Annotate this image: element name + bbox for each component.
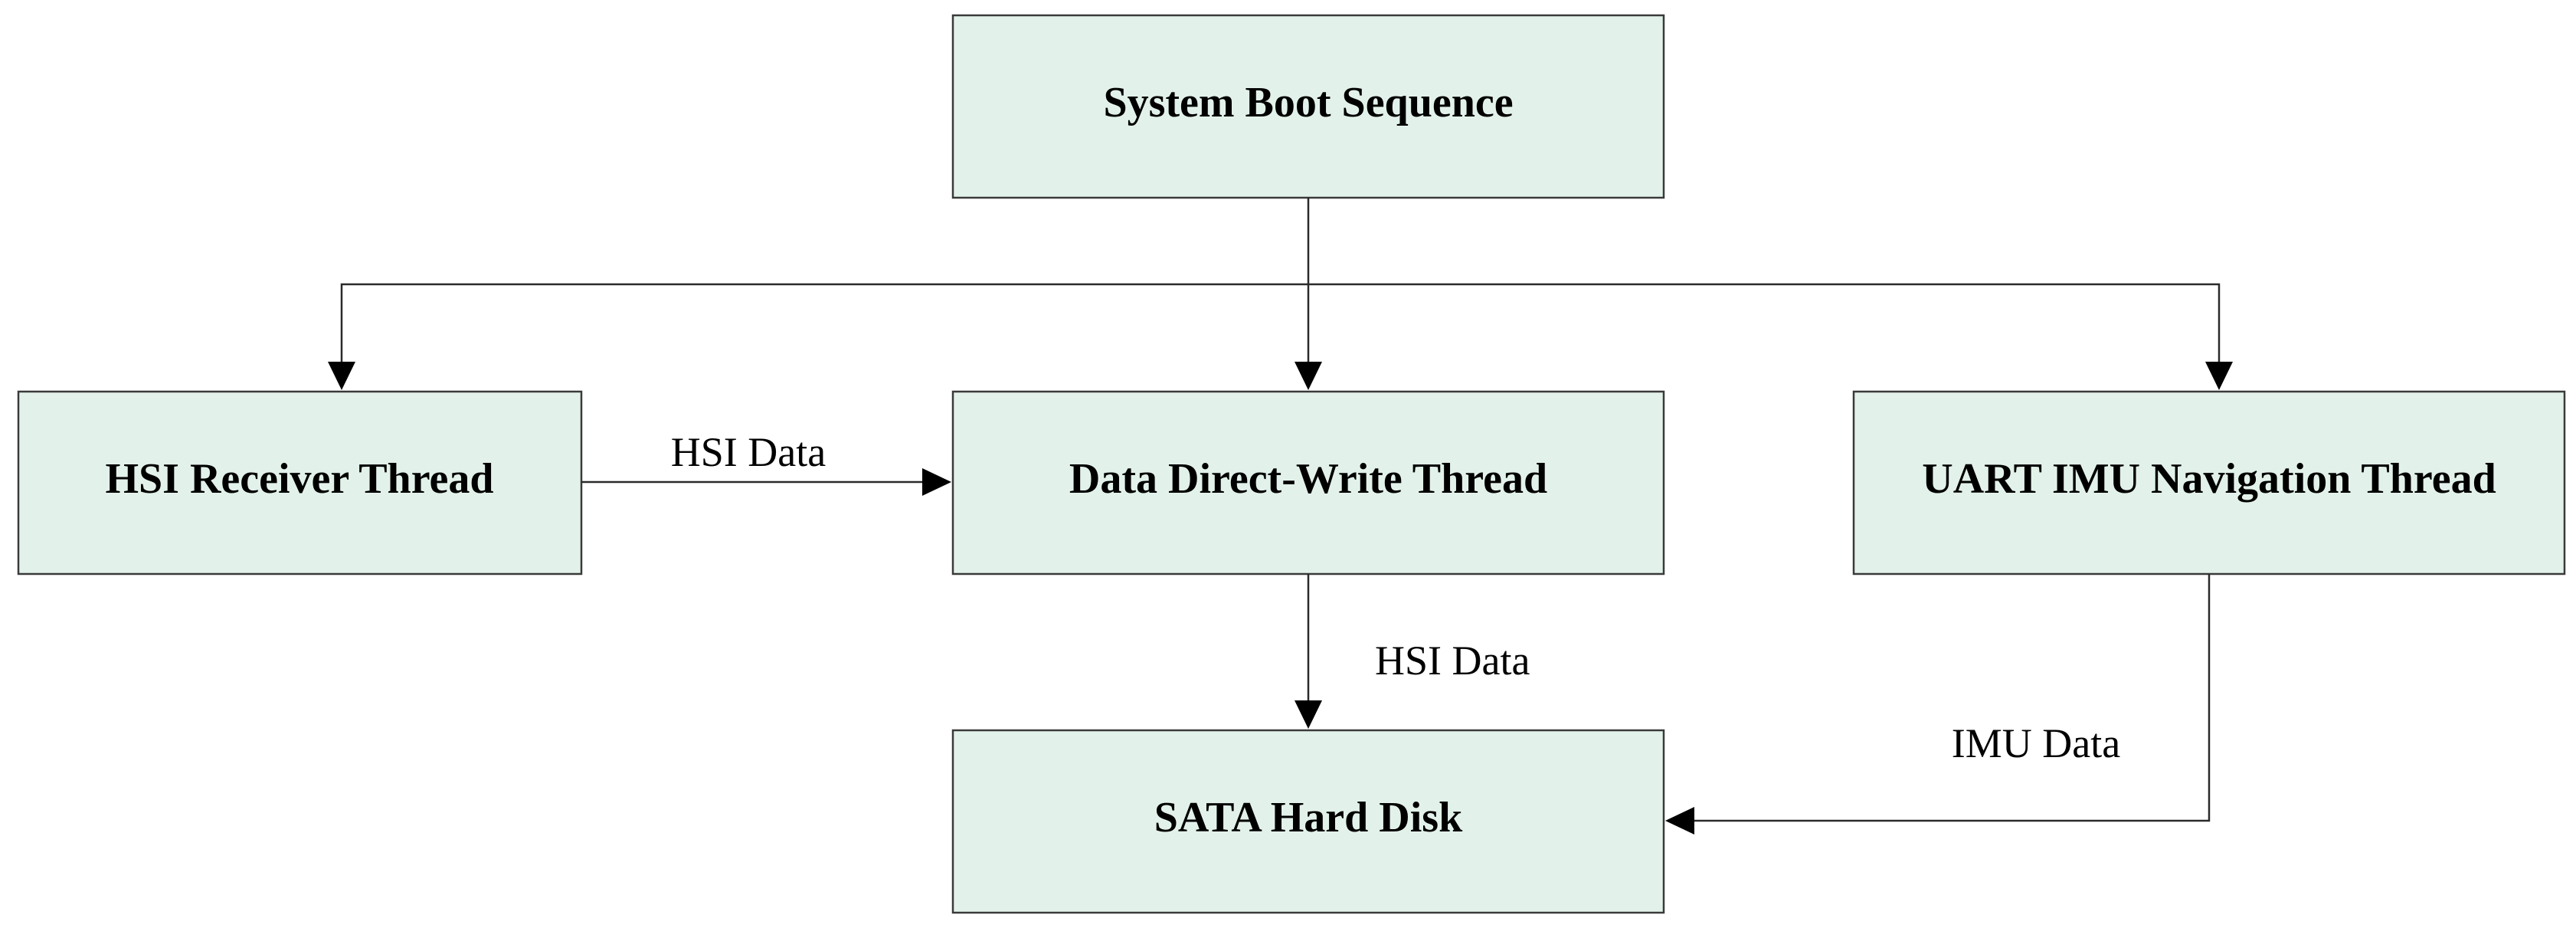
arrowhead [328,362,355,390]
node-uart-imu-navigation-thread: UART IMU Navigation Thread [1852,390,2566,575]
edge-hsi-receiver-to-direct-write: HSI Data [581,429,951,496]
arrowhead [1295,362,1322,390]
edge-label-hsi-data: HSI Data [671,429,826,475]
node-system-boot-sequence: System Boot Sequence [951,14,1665,199]
edge-boot-to-uart-imu [1308,283,2233,390]
arrowhead [1665,807,1694,835]
edge-label-hsi-data: HSI Data [1375,638,1530,684]
edge-direct-write-to-sata: HSI Data [1295,574,1530,729]
node-hsi-receiver-thread: HSI Receiver Thread [17,390,583,575]
node-sata-hard-disk: SATA Hard Disk [951,729,1665,914]
edge-label-imu-data: IMU Data [1952,720,2120,766]
edge-boot-to-hsi-receiver [328,283,1308,390]
node-label: System Boot Sequence [1103,79,1513,126]
node-label: Data Direct-Write Thread [1069,455,1547,503]
node-data-direct-write-thread: Data Direct-Write Thread [951,390,1665,575]
edge-boot-to-direct-write [1295,198,1322,390]
node-label: HSI Receiver Thread [105,455,493,503]
arrowhead [2205,362,2233,390]
node-label: SATA Hard Disk [1154,794,1463,841]
arrowhead [922,468,951,496]
arrowhead [1295,700,1322,729]
node-label: UART IMU Navigation Thread [1922,455,2496,503]
edge-uart-imu-to-sata: IMU Data [1665,574,2211,835]
